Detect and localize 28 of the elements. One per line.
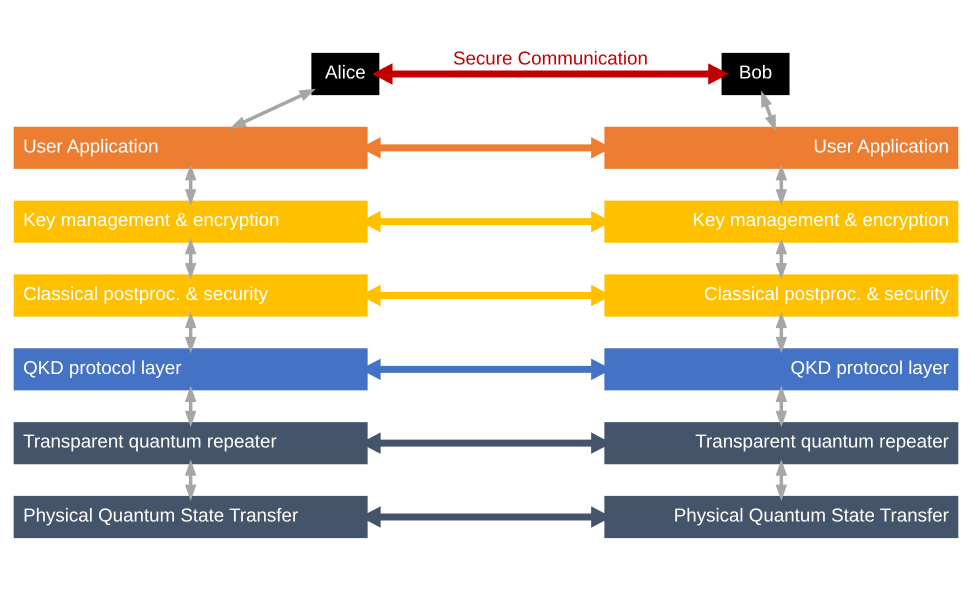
node-box: Physical Quantum State Transfer — [13, 496, 368, 538]
node-box: QKD protocol layer — [13, 348, 368, 390]
arrow — [184, 238, 196, 280]
node-box: Alice — [310, 52, 379, 96]
arrow — [775, 164, 787, 206]
node-box: Classical postproc. & security — [604, 274, 958, 317]
node-box: Transparent quantum repeater — [604, 422, 958, 464]
arrow — [184, 385, 196, 428]
arrow — [229, 88, 316, 129]
node-box: Bob — [721, 52, 790, 96]
arrow — [775, 385, 787, 428]
node-box: User Application — [13, 126, 368, 169]
arrow — [184, 459, 196, 502]
arrow — [775, 312, 787, 354]
node-box: Key management & encryption — [13, 200, 368, 243]
node-box: Transparent quantum repeater — [13, 422, 368, 464]
arrow — [184, 164, 196, 206]
node-box: Classical postproc. & security — [13, 274, 368, 317]
node-box: Key management & encryption — [604, 200, 958, 243]
arrow — [372, 63, 728, 85]
arrow — [775, 459, 787, 502]
node-box: QKD protocol layer — [604, 348, 958, 390]
node-box: User Application — [604, 126, 958, 169]
arrow — [760, 90, 776, 132]
arrow — [775, 238, 787, 280]
arrow — [184, 312, 196, 354]
edge-label: Secure Communication — [452, 47, 648, 68]
node-box: Physical Quantum State Transfer — [604, 496, 958, 538]
